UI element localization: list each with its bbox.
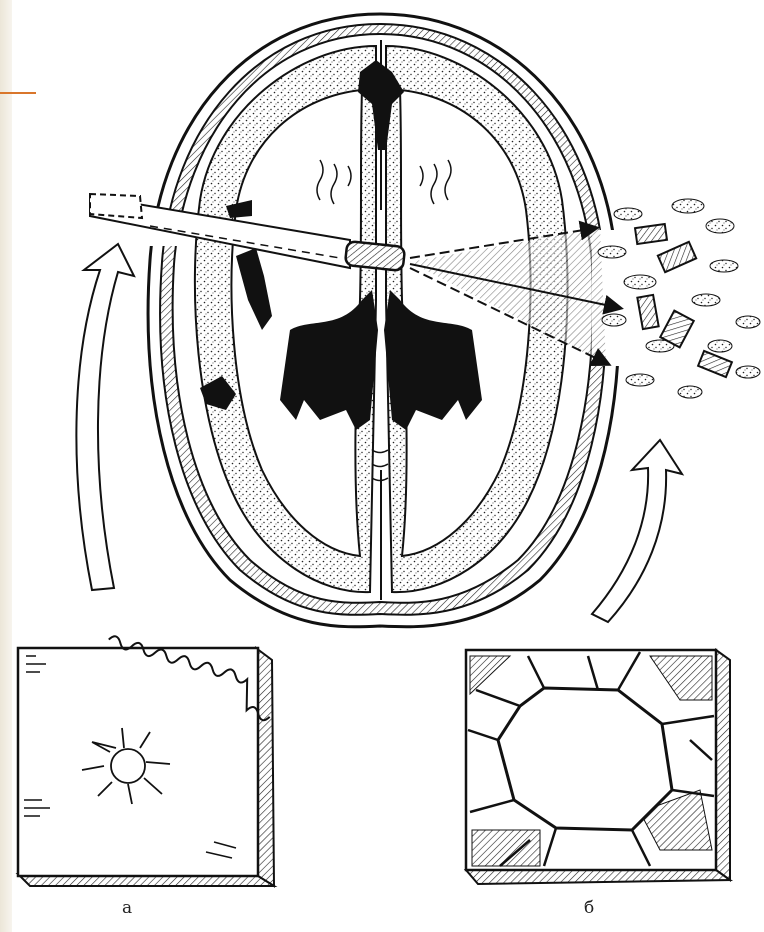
panel-a-entry-wound (18, 635, 279, 886)
arrow-right (592, 440, 682, 622)
panel-b-side (716, 650, 730, 880)
panel-b-label: б (584, 898, 594, 918)
panel-a-label: а (122, 898, 132, 918)
bullet-ghost (90, 194, 142, 218)
panel-b-bottom (466, 870, 730, 884)
bullet (345, 241, 405, 271)
panel-b-exit-wound (466, 650, 730, 884)
arrow-left (76, 244, 134, 590)
